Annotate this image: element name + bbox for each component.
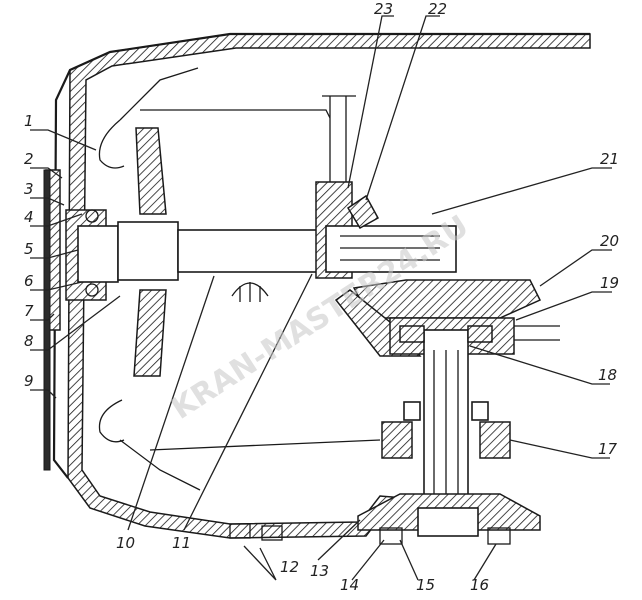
- leader-12: [243, 545, 277, 581]
- upper-rib: [119, 67, 199, 121]
- leader-3: [30, 197, 65, 206]
- callout-13: 13: [310, 562, 329, 580]
- oil-line-top: [140, 109, 331, 119]
- leader-11: [183, 273, 313, 531]
- upper-boss: [98, 119, 125, 169]
- bearing-left: [399, 325, 425, 343]
- callout-18: 18: [598, 366, 617, 384]
- leader-14: [351, 539, 385, 581]
- leader-13: [317, 519, 361, 561]
- leader-10: [127, 275, 215, 531]
- bearing-ball-bottom: [85, 283, 99, 297]
- input-shaft: [177, 229, 329, 273]
- callout-17: 17: [598, 440, 618, 458]
- lower-boss: [98, 399, 125, 443]
- bolt-right: [487, 527, 511, 545]
- housing-outer-edge: [52, 32, 590, 479]
- bevel-pinion: [325, 225, 457, 273]
- leader-1: [30, 129, 97, 151]
- leader-23: [347, 15, 394, 189]
- drain-bolt-b: [261, 525, 283, 541]
- callout-16: 16: [470, 576, 489, 594]
- callout-5: 5: [24, 240, 34, 258]
- pinion-nut: [346, 194, 380, 230]
- leader-lines: [30, 15, 612, 581]
- fan-blade-bottom: [133, 289, 167, 377]
- callout-11: 11: [172, 534, 191, 552]
- leader-16: [473, 543, 497, 581]
- callout-10: 10: [116, 534, 135, 552]
- callout-14: 14: [340, 576, 359, 594]
- callout-3: 3: [24, 180, 34, 198]
- callout-numbers: 1 2 3 4 5 6 7 8 9 10 11 12 13 14 15 16 1…: [24, 0, 619, 594]
- drain-bolt-a: [229, 523, 251, 539]
- callout-4: 4: [24, 208, 34, 226]
- leader-17: [509, 439, 610, 459]
- pinion-gear-right: [479, 421, 511, 459]
- leader-2: [30, 167, 63, 179]
- callout-8: 8: [24, 332, 34, 350]
- output-shaft-assembly: [229, 325, 541, 545]
- bolt-left: [379, 527, 403, 545]
- callout-2: 2: [24, 150, 34, 168]
- callout-22: 22: [428, 0, 447, 18]
- callout-21: 21: [600, 150, 619, 168]
- leader-15: [399, 539, 419, 581]
- shaft-end-cap: [417, 507, 479, 537]
- bearing-ball-top: [85, 209, 99, 223]
- input-shaft-assembly: [65, 127, 329, 377]
- callout-20: 20: [600, 232, 619, 250]
- lower-rib: [119, 439, 201, 491]
- callout-9: 9: [24, 372, 34, 390]
- input-bearing: [77, 225, 119, 283]
- leader-20: [539, 249, 612, 287]
- leader-19: [515, 291, 612, 321]
- leader-7: [30, 313, 55, 321]
- leader-21: [431, 167, 612, 215]
- callout-12: 12: [280, 558, 299, 576]
- callout-19: 19: [600, 274, 619, 292]
- leader-18: [469, 345, 610, 385]
- pinion-gear-left: [381, 421, 413, 459]
- leader-6: [30, 281, 83, 291]
- leader-22: [365, 15, 440, 201]
- oil-line-bottom: [149, 439, 381, 451]
- callout-1: 1: [24, 112, 34, 130]
- fan-blade-top: [135, 127, 167, 215]
- leader-9: [30, 389, 57, 399]
- bearing-right: [467, 325, 493, 343]
- callout-7: 7: [24, 302, 34, 320]
- callout-6: 6: [24, 272, 34, 290]
- callout-23: 23: [374, 0, 393, 18]
- fan-hub: [117, 221, 179, 281]
- callout-15: 15: [416, 576, 435, 594]
- top-pipe: [322, 95, 356, 182]
- leader-4: [30, 213, 83, 227]
- leader-8: [30, 295, 121, 351]
- leader-5: [30, 249, 79, 259]
